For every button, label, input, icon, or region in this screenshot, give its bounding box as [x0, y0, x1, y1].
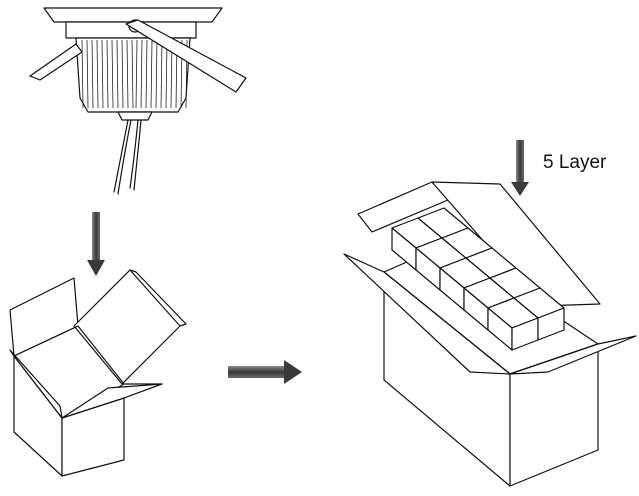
unit-box-end — [537, 307, 565, 341]
fixture-cap — [117, 111, 153, 121]
heatsink-fin — [121, 39, 124, 109]
downlight-fixture — [29, 7, 247, 195]
heatsink-fin — [101, 39, 104, 109]
spring-clip-right — [125, 19, 247, 93]
heatsink-fin — [140, 39, 143, 109]
heatsink-fin — [165, 39, 168, 109]
heatsink-fin — [160, 39, 163, 109]
down-arrow-right — [511, 140, 529, 196]
heatsink-fin — [131, 39, 134, 109]
spring-clip-left — [29, 43, 83, 81]
heatsink-fin — [126, 39, 129, 109]
heatsink-fin — [145, 39, 148, 109]
heatsink-fin — [150, 39, 153, 109]
down-arrow-left — [87, 212, 105, 276]
single-box — [9, 269, 187, 477]
heatsink-fin — [91, 39, 94, 109]
heatsink-fin — [111, 39, 114, 109]
heatsink-fin — [116, 39, 119, 109]
heatsink-fin — [86, 39, 89, 109]
fixture-wire-1 — [113, 119, 129, 193]
layer-annotation: 5 Layer — [543, 152, 607, 173]
heatsink-fin — [135, 39, 138, 109]
right-arrow — [228, 360, 302, 384]
fixture-flange — [43, 7, 223, 23]
master-carton — [343, 181, 637, 487]
heatsink-fin — [106, 39, 109, 109]
heatsink-fin — [155, 39, 158, 109]
packed-units — [391, 207, 565, 351]
fixture-wire-2 — [129, 119, 139, 189]
heatsink-fin — [96, 39, 99, 109]
